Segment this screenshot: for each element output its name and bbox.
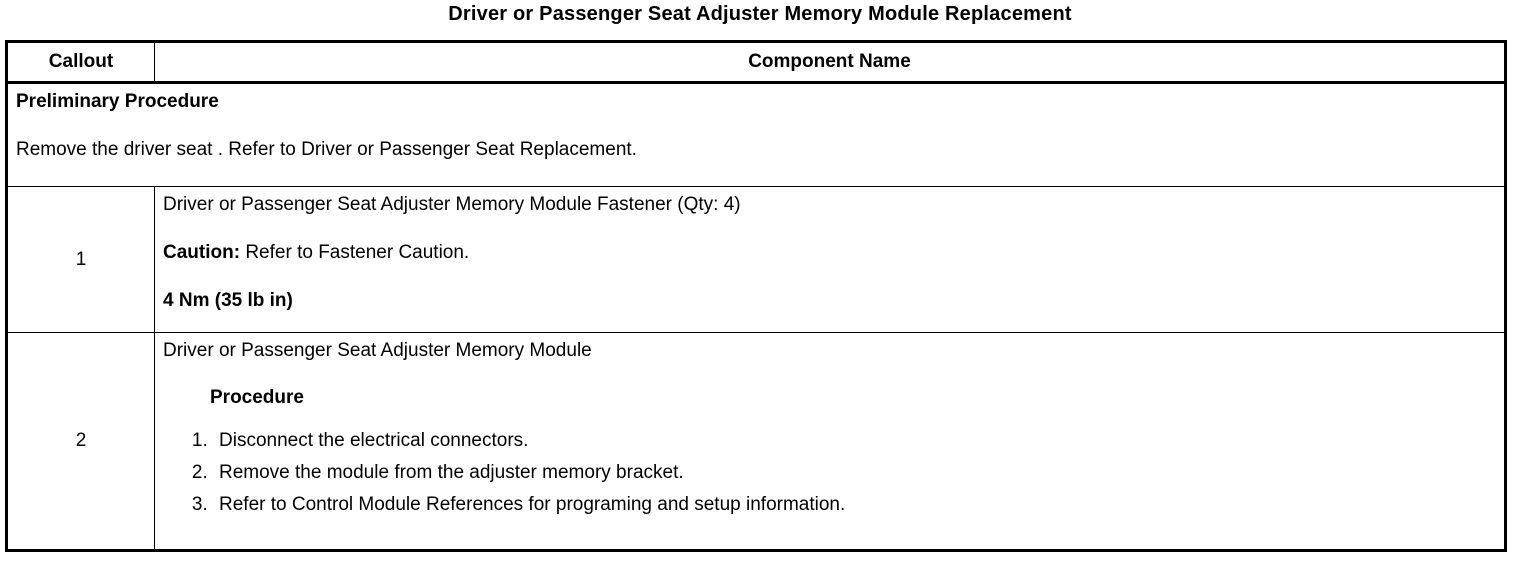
component-name-text: Driver or Passenger Seat Adjuster Memory… <box>163 194 741 215</box>
component-cell: Driver or Passenger Seat Adjuster Memory… <box>154 186 1506 333</box>
table-header-row: Callout Component Name <box>6 41 1506 84</box>
procedure-steps-list: Disconnect the electrical connectors. Re… <box>163 429 1496 516</box>
preliminary-procedure-heading: Preliminary Procedure <box>16 91 219 112</box>
preliminary-procedure-cell: Preliminary Procedure Remove the driver … <box>6 82 1506 187</box>
procedure-step: Remove the module from the adjuster memo… <box>213 461 1496 484</box>
caution-label: Caution: <box>163 242 241 263</box>
procedure-heading: Procedure <box>210 387 304 408</box>
procedure-step: Disconnect the electrical connectors. <box>213 429 1496 452</box>
component-name-text: Driver or Passenger Seat Adjuster Memory… <box>163 340 592 361</box>
component-name-column-header: Component Name <box>154 41 1506 84</box>
component-cell: Driver or Passenger Seat Adjuster Memory… <box>154 332 1506 551</box>
table-row: 2 Driver or Passenger Seat Adjuster Memo… <box>6 332 1506 551</box>
table-row: 1 Driver or Passenger Seat Adjuster Memo… <box>6 186 1506 333</box>
component-table: Callout Component Name Preliminary Proce… <box>5 40 1507 552</box>
page-title: Driver or Passenger Seat Adjuster Memory… <box>448 3 1072 25</box>
callout-number: 1 <box>6 186 155 333</box>
callout-column-header: Callout <box>6 41 155 84</box>
caution-line: Caution: Refer to Fastener Caution. <box>163 241 1496 264</box>
preliminary-procedure-row: Preliminary Procedure Remove the driver … <box>6 82 1506 187</box>
caution-text: Refer to Fastener Caution. <box>240 242 470 263</box>
preliminary-procedure-text: Remove the driver seat . Refer to Driver… <box>16 139 637 160</box>
procedure-step: Refer to Control Module References for p… <box>213 493 1496 516</box>
torque-spec-text: 4 Nm (35 lb in) <box>163 290 293 311</box>
callout-number: 2 <box>6 332 155 551</box>
